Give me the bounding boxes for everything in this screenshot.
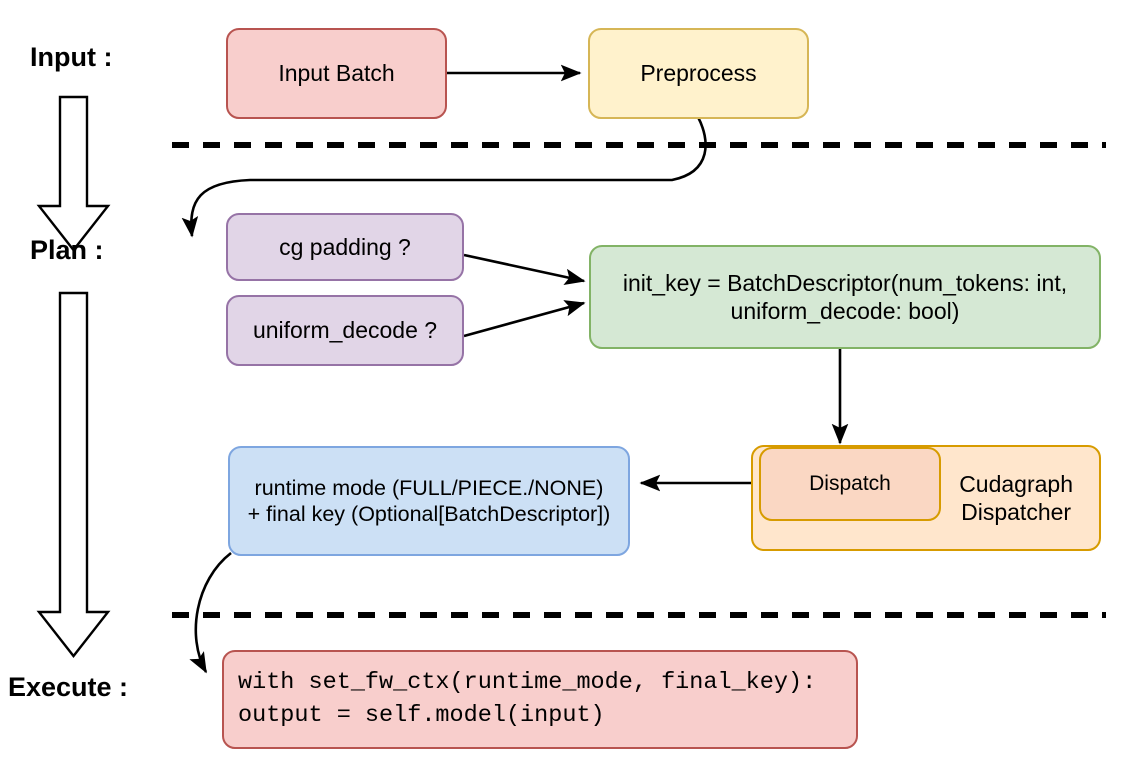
node-input-batch[interactable]: Input Batch [226, 28, 447, 119]
node-cg-padding[interactable]: cg padding ? [226, 213, 464, 281]
node-execute-code[interactable]: with set_fw_ctx(runtime_mode, final_key)… [222, 650, 858, 749]
node-runtime-mode-label: runtime mode (FULL/PIECE./NONE) + final … [247, 475, 611, 526]
edge-cg-padding-to-init-key [463, 253, 586, 286]
node-cg-padding-label: cg padding ? [279, 233, 411, 260]
stage-label-input: Input : [30, 42, 113, 72]
node-init-key[interactable]: init_key = BatchDescriptor(num_tokens: i… [589, 245, 1101, 349]
stage-arrow-input-to-plan [36, 95, 111, 252]
node-dispatch-label: Dispatch [809, 472, 891, 496]
node-input-batch-label: Input Batch [278, 60, 395, 87]
node-preprocess[interactable]: Preprocess [588, 28, 809, 119]
node-dispatch[interactable]: Dispatch [759, 447, 941, 521]
node-runtime-mode[interactable]: runtime mode (FULL/PIECE./NONE) + final … [228, 446, 630, 556]
node-init-key-label: init_key = BatchDescriptor(num_tokens: i… [622, 269, 1068, 324]
edge-uniform-decode-to-init-key [463, 300, 586, 338]
node-execute-code-label: with set_fw_ctx(runtime_mode, final_key)… [238, 669, 817, 729]
stage-arrow-plan-to-execute [36, 291, 111, 658]
stage-label-plan: Plan : [30, 235, 104, 265]
node-uniform-decode[interactable]: uniform_decode ? [226, 295, 464, 366]
node-preprocess-label: Preprocess [640, 60, 757, 87]
stage-label-execute: Execute : [8, 672, 129, 702]
node-cudagraph-dispatcher-label: Cudagraph Dispatcher [959, 470, 1073, 525]
node-uniform-decode-label: uniform_decode ? [252, 317, 438, 344]
